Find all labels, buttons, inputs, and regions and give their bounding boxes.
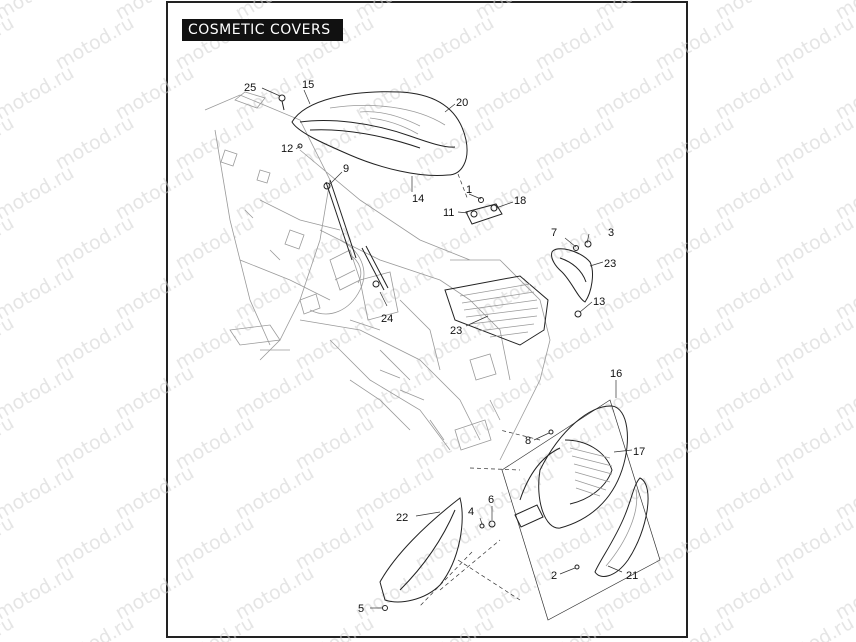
watermark-text: motod.ru — [0, 12, 18, 75]
watermark-text: motod.ru — [412, 612, 498, 642]
watermark-text: motod.ru — [652, 612, 738, 642]
watermark-text: motod.ru — [0, 312, 18, 375]
side-cover-upper-23 — [551, 240, 593, 318]
callout-13: 13 — [593, 296, 605, 308]
watermark-text: motod.ru — [0, 562, 78, 625]
callout-25: 25 — [244, 82, 256, 94]
callout-23-upper: 23 — [604, 258, 616, 270]
exploded-detail-16 — [479, 399, 661, 621]
callout-6: 6 — [488, 494, 494, 506]
watermark-text: motod.ru — [0, 362, 78, 425]
diagram-frame — [166, 1, 688, 638]
watermark-text: motod.ru — [0, 162, 78, 225]
watermark-text: motod.ru — [0, 62, 78, 125]
callout-3: 3 — [608, 227, 614, 239]
assembly-lines — [419, 173, 541, 607]
watermark-text: motod.ru — [0, 112, 18, 175]
callout-1: 1 — [466, 184, 472, 196]
watermark-text: motod.ru — [532, 612, 618, 642]
mounting-rods — [323, 179, 389, 291]
callout-16: 16 — [610, 368, 622, 380]
callout-17: 17 — [633, 446, 645, 458]
callout-21: 21 — [626, 570, 638, 582]
callout-12: 12 — [281, 143, 293, 155]
callout-5: 5 — [358, 603, 364, 615]
tank-cover-part-20 — [291, 91, 468, 177]
callout-7: 7 — [551, 227, 557, 239]
frame-background-drawing — [204, 91, 551, 461]
watermark-text: motod.ru — [772, 612, 856, 642]
watermark-text: motod.ru — [52, 612, 138, 642]
callout-4: 4 — [468, 506, 474, 518]
watermark-text: motod.ru — [0, 212, 18, 275]
watermark-text: motod.ru — [292, 612, 378, 642]
watermark-text: motod.ru — [0, 262, 78, 325]
callout-15: 15 — [302, 79, 314, 91]
callout-22: 22 — [396, 512, 408, 524]
grille-cover-23 — [444, 275, 549, 346]
diagram-title: COSMETIC COVERS — [182, 19, 343, 41]
callout-18: 18 — [514, 195, 526, 207]
watermark-text: motod.ru — [0, 412, 18, 475]
callout-8: 8 — [525, 435, 531, 447]
callout-24: 24 — [381, 313, 393, 325]
callout-labels: 25 15 20 12 9 14 1 11 18 7 3 23 13 23 24… — [244, 79, 645, 615]
callout-20: 20 — [456, 97, 468, 109]
watermark-text: motod.ru — [0, 512, 18, 575]
callout-2: 2 — [551, 570, 557, 582]
top-fasteners — [278, 94, 303, 149]
callout-23-lower: 23 — [450, 325, 462, 337]
callout-9: 9 — [343, 163, 349, 175]
bracket-parts — [465, 197, 503, 225]
callout-14: 14 — [412, 193, 424, 205]
leader-lines — [261, 87, 633, 609]
callout-11: 11 — [443, 207, 454, 219]
watermark-text: motod.ru — [172, 612, 258, 642]
watermark-text: motod.ru — [0, 462, 78, 525]
